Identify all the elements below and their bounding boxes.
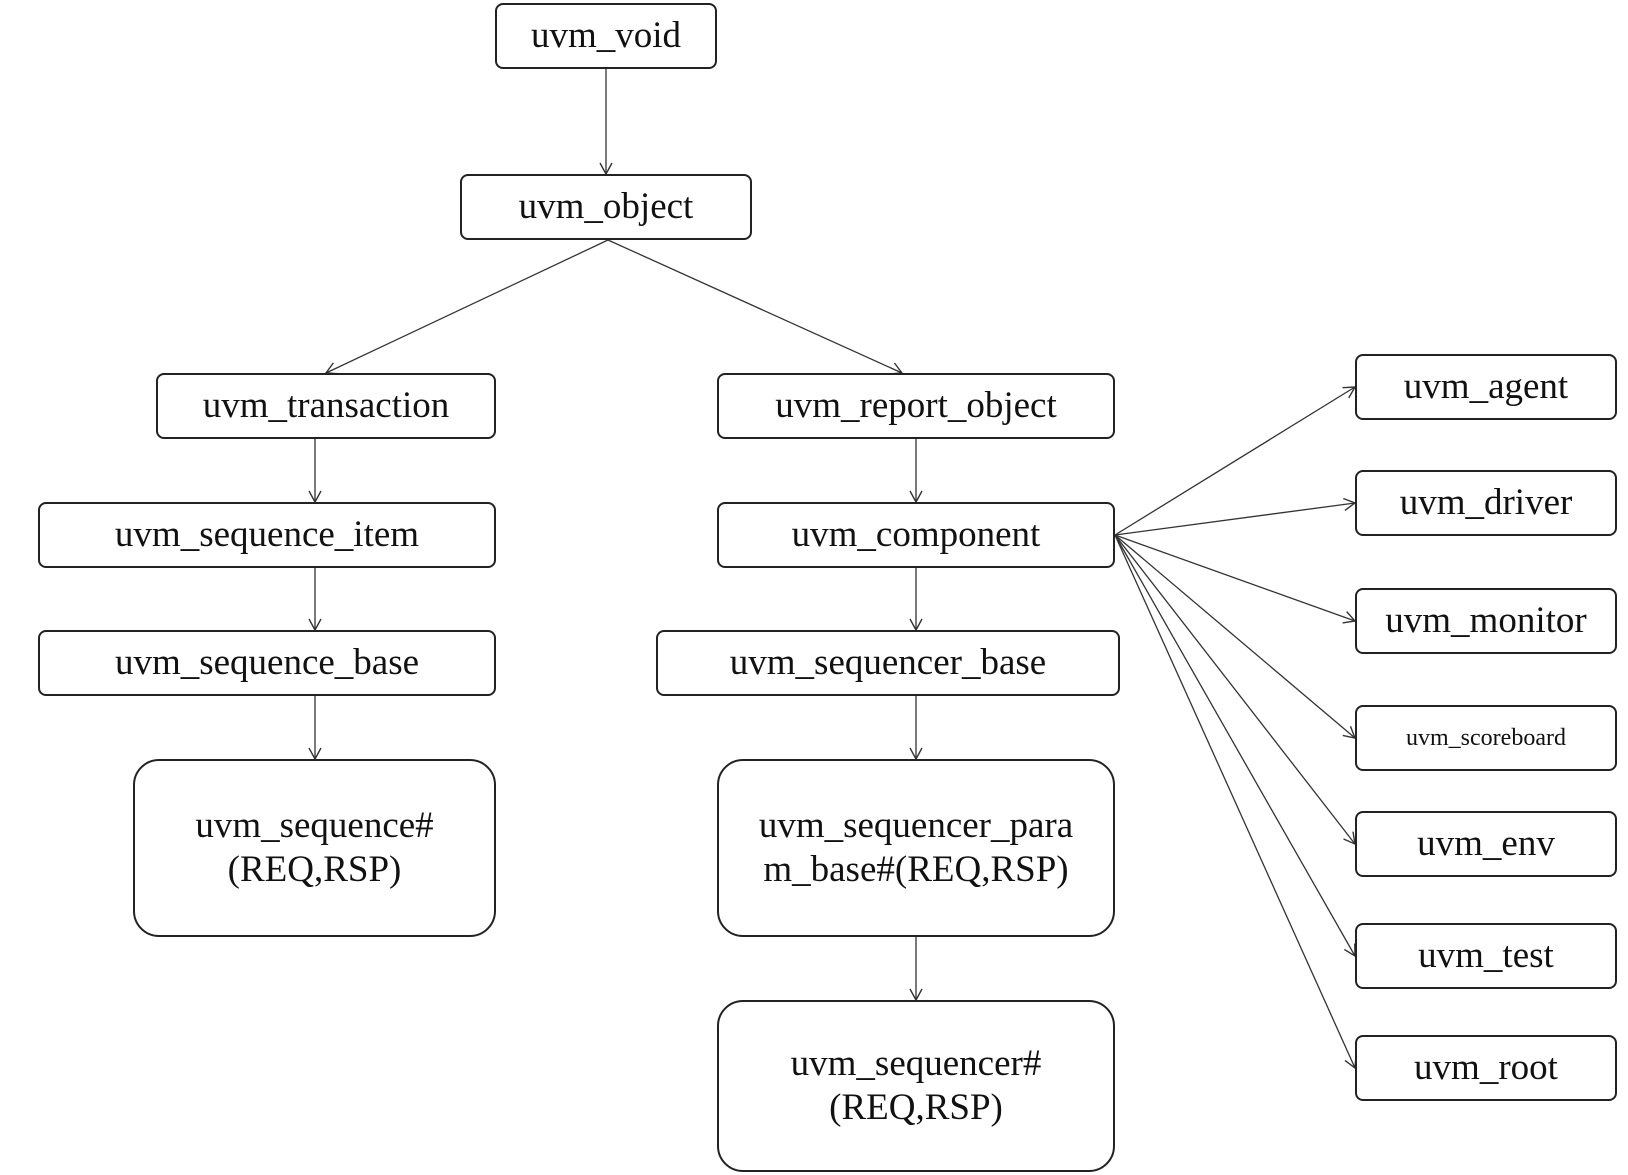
arrow-uvm-component-to-uvm-env xyxy=(1114,534,1356,846)
uvm-transaction-node: uvm_transaction xyxy=(156,373,496,439)
uvm-test-node: uvm_test xyxy=(1355,923,1617,989)
uvm-root-node: uvm_root xyxy=(1355,1035,1617,1101)
arrow-uvm-object-to-uvm-report-object xyxy=(607,239,904,375)
uvm-sequencer-param-base-node: uvm_sequencer_para m_base#(REQ,RSP) xyxy=(717,759,1115,937)
uvm-object-node: uvm_object xyxy=(460,174,752,240)
uvm-component-node: uvm_component xyxy=(717,502,1115,568)
uvm-env-node: uvm_env xyxy=(1355,811,1617,877)
uvm-sequence-item-node: uvm_sequence_item xyxy=(38,502,496,568)
uvm-void-node: uvm_void xyxy=(495,3,717,69)
arrow-uvm-component-to-uvm-driver xyxy=(1114,497,1357,536)
arrow-uvm-component-to-uvm-test xyxy=(1114,534,1356,958)
uvm-sequence-node: uvm_sequence# (REQ,RSP) xyxy=(133,759,496,937)
arrow-uvm-component-to-uvm-agent xyxy=(1114,386,1357,536)
uvm-report-object-node: uvm_report_object xyxy=(717,373,1115,439)
uvm-sequence-base-node: uvm_sequence_base xyxy=(38,630,496,696)
uvm-sequencer-base-node: uvm_sequencer_base xyxy=(656,630,1120,696)
arrow-uvm-component-to-uvm-root xyxy=(1114,534,1357,1070)
arrow-uvm-object-to-uvm-transaction xyxy=(324,239,609,375)
uvm-driver-node: uvm_driver xyxy=(1355,470,1617,536)
uvm-monitor-node: uvm_monitor xyxy=(1355,588,1617,654)
uvm-sequencer-node: uvm_sequencer# (REQ,RSP) xyxy=(717,1000,1115,1172)
arrow-uvm-component-to-uvm-scoreboard xyxy=(1114,534,1357,739)
uvm-agent-node: uvm_agent xyxy=(1355,354,1617,420)
uvm-scoreboard-node: uvm_scoreboard xyxy=(1355,705,1617,771)
arrow-uvm-component-to-uvm-monitor xyxy=(1114,534,1357,624)
